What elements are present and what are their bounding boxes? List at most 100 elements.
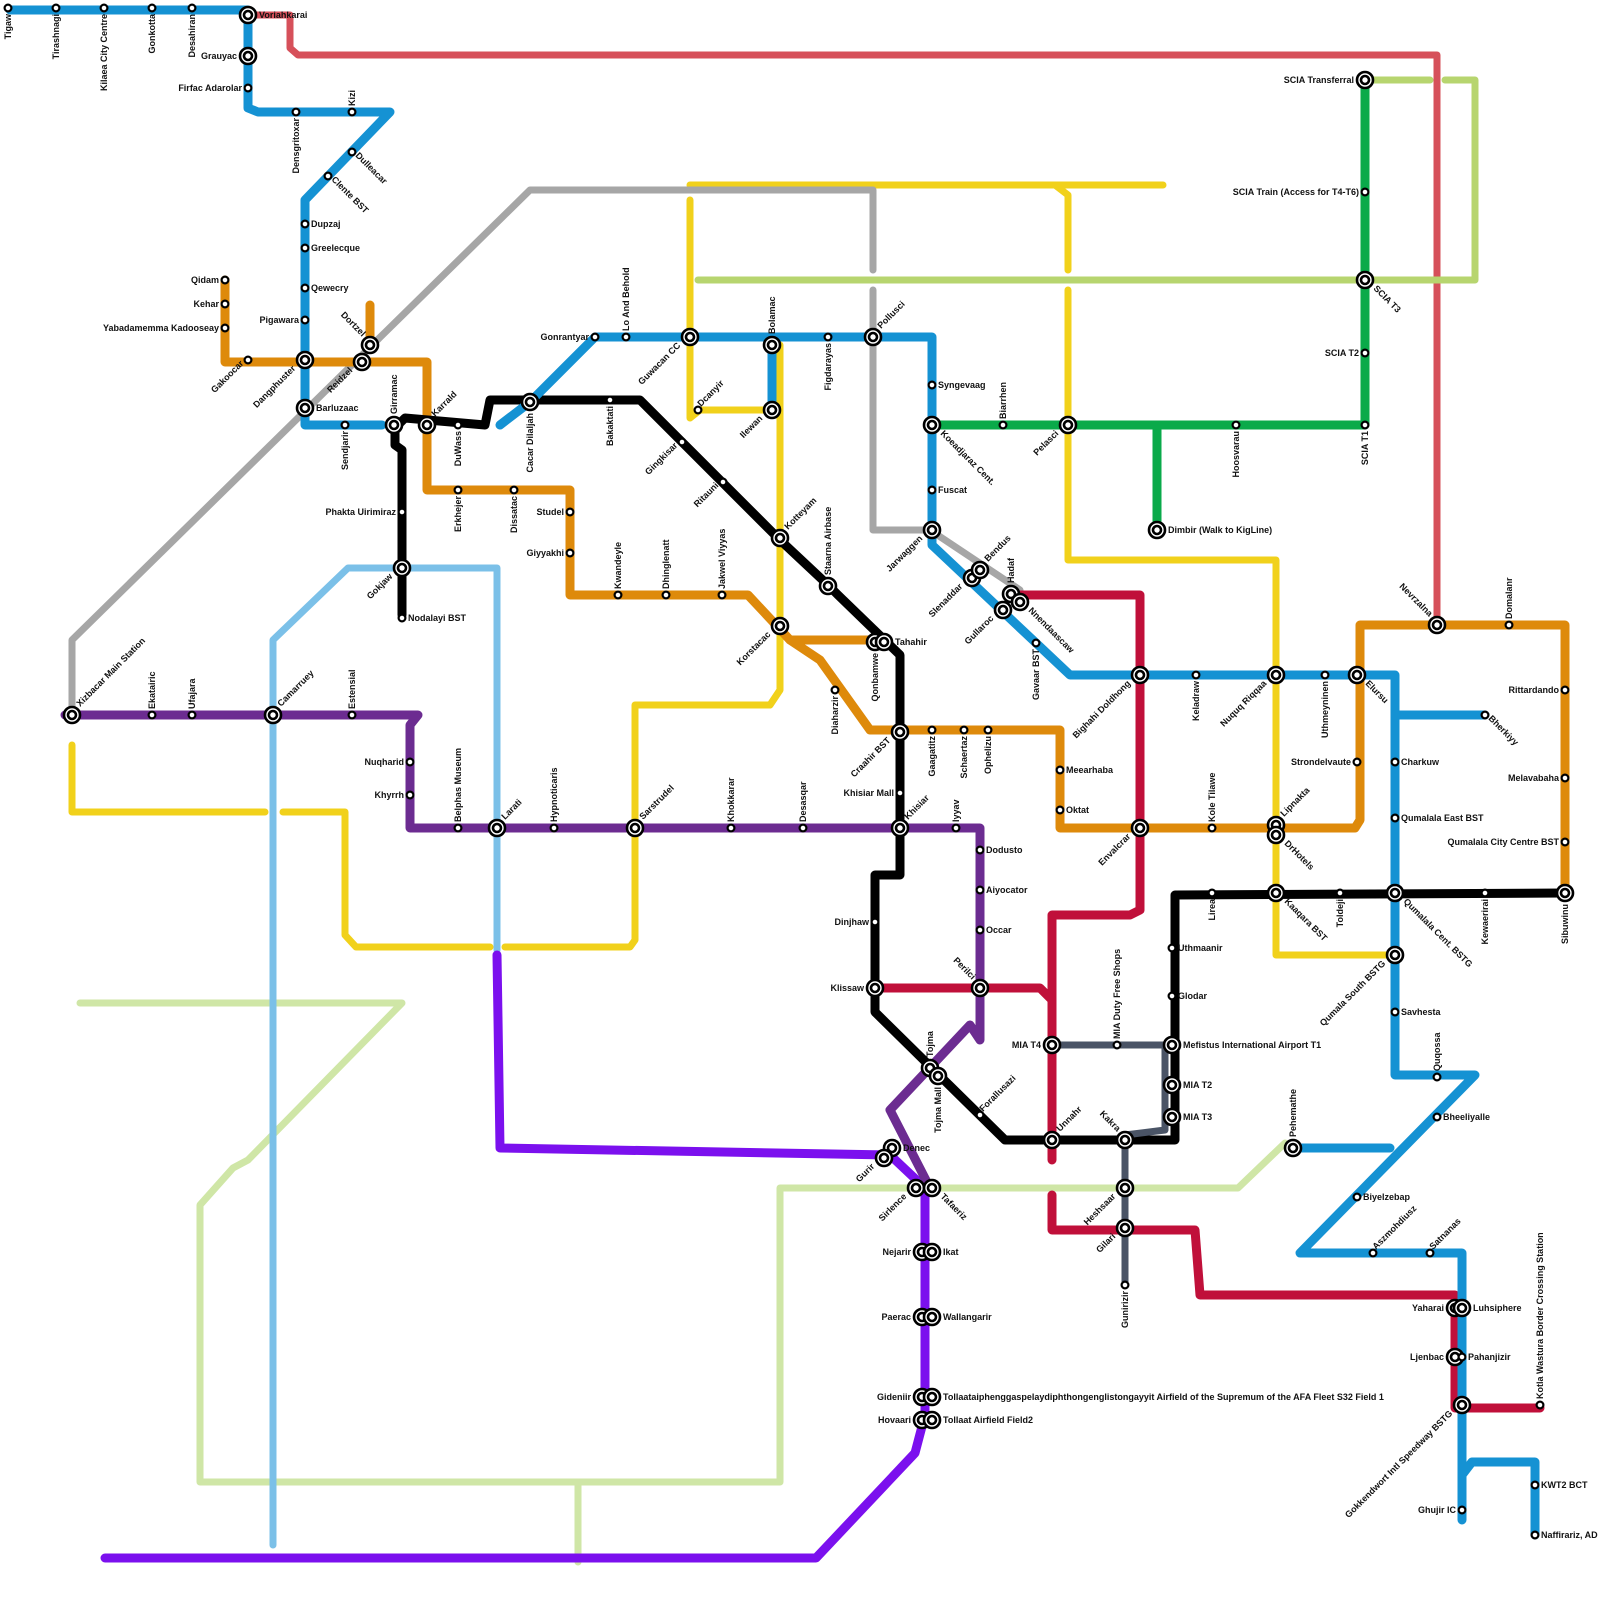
station-duwass[interactable]: DuWass bbox=[453, 420, 463, 467]
station-studel[interactable]: Studel bbox=[536, 507, 575, 517]
station-uthmeyninen[interactable]: Uthmeyninen bbox=[1320, 670, 1330, 738]
station-slenaddar[interactable]: Slenaddar bbox=[927, 568, 982, 619]
station-ophelizu[interactable]: Ophelizu bbox=[983, 725, 993, 774]
stop-marker[interactable] bbox=[895, 788, 905, 798]
station-gonkotta[interactable]: Gonkotta bbox=[147, 3, 157, 54]
stop-marker[interactable] bbox=[453, 420, 463, 430]
stop-marker[interactable] bbox=[347, 147, 357, 157]
stop-marker[interactable] bbox=[717, 590, 727, 600]
line-grey[interactable] bbox=[68, 186, 877, 714]
station-bolamac[interactable]: Bolamac bbox=[762, 296, 782, 355]
station-ghujir[interactable]: Ghujir IC bbox=[1418, 1505, 1467, 1515]
line-violet[interactable] bbox=[100, 950, 930, 1563]
station-klissaw[interactable]: Klissaw bbox=[830, 978, 885, 998]
stop-marker[interactable] bbox=[1390, 813, 1400, 823]
station-hypnoticaris[interactable]: Hypnoticaris bbox=[549, 767, 559, 833]
stop-marker[interactable] bbox=[1352, 757, 1362, 767]
station-scia-t2[interactable]: SCIA T2 bbox=[1325, 348, 1370, 358]
station-gingkisar[interactable]: Gingkisar bbox=[643, 437, 687, 477]
line-yellow-west2[interactable] bbox=[279, 808, 494, 951]
station-giyyakhi[interactable]: Giyyakhi bbox=[526, 548, 575, 558]
station-greelecque[interactable]: Greelecque bbox=[300, 243, 360, 253]
station-meearhaba[interactable]: Meearhaba bbox=[1055, 765, 1114, 775]
stop-marker[interactable] bbox=[1207, 823, 1217, 833]
stop-marker[interactable] bbox=[147, 3, 157, 13]
station-jakwel[interactable]: Jakwel Viyyas bbox=[717, 529, 727, 600]
stop-marker[interactable] bbox=[983, 725, 993, 735]
station-mia-t2[interactable]: MIA T2 bbox=[1162, 1075, 1212, 1095]
station-tigaw[interactable]: Tigaw bbox=[3, 3, 13, 40]
stop-marker[interactable] bbox=[1120, 1280, 1130, 1290]
stop-marker[interactable] bbox=[605, 395, 615, 405]
station-qidam[interactable]: Qidam bbox=[191, 275, 230, 285]
stop-marker[interactable] bbox=[959, 725, 969, 735]
stop-marker[interactable] bbox=[1207, 888, 1217, 898]
stop-marker[interactable] bbox=[613, 590, 623, 600]
stop-marker[interactable] bbox=[565, 548, 575, 558]
stop-marker[interactable] bbox=[187, 3, 197, 13]
station-diaharzir[interactable]: Diaharzir bbox=[830, 685, 840, 735]
stop-marker[interactable] bbox=[1560, 685, 1570, 695]
stop-marker[interactable] bbox=[1425, 1248, 1435, 1258]
station-iyyav[interactable]: Iyyav bbox=[951, 799, 961, 833]
station-syngevaag[interactable]: Syngevaag bbox=[927, 380, 986, 390]
station-kizi[interactable]: Kizi bbox=[347, 90, 357, 117]
stop-marker[interactable] bbox=[243, 83, 253, 93]
line-crimson[interactable] bbox=[1015, 590, 1145, 1165]
station-barluzaac[interactable]: Barluzaac bbox=[295, 398, 359, 418]
station-sendjarir[interactable]: Sendjarir bbox=[340, 420, 350, 470]
stop-marker[interactable] bbox=[291, 107, 301, 117]
stop-marker[interactable] bbox=[565, 507, 575, 517]
stop-marker[interactable] bbox=[51, 3, 61, 13]
stop-marker[interactable] bbox=[300, 283, 310, 293]
line-sky[interactable] bbox=[269, 564, 501, 1549]
stop-marker[interactable] bbox=[1360, 348, 1370, 358]
station-tahahir[interactable]: Tahahir bbox=[874, 632, 927, 652]
station-khokkarar[interactable]: Khokkarar bbox=[726, 777, 736, 833]
station-mia-duty[interactable]: MIA Duty Free Shops bbox=[1112, 949, 1122, 1050]
stop-marker[interactable] bbox=[3, 3, 13, 13]
station-scia-transferral[interactable]: SCIA Transferral bbox=[1284, 70, 1375, 90]
station-densgritoxar[interactable]: Densgritoxar bbox=[291, 107, 301, 174]
station-firfac[interactable]: Firfac Adarolar bbox=[178, 83, 253, 93]
station-ufajara[interactable]: Ufajara bbox=[187, 677, 197, 720]
line-grey2[interactable] bbox=[869, 286, 1024, 594]
stop-marker[interactable] bbox=[300, 219, 310, 229]
station-nuqharid[interactable]: Nuqharid bbox=[365, 757, 415, 767]
stop-marker[interactable] bbox=[397, 613, 407, 623]
stop-marker[interactable] bbox=[661, 590, 671, 600]
station-kole-tilawe[interactable]: Kole Tilawe bbox=[1207, 773, 1217, 833]
line-crimson-klissaw[interactable] bbox=[870, 983, 1057, 1005]
station-toldeji[interactable]: Toldeji bbox=[1335, 888, 1345, 928]
station-pehemathe[interactable]: Pehemathe bbox=[1283, 1089, 1303, 1158]
stop-marker[interactable] bbox=[1457, 1352, 1467, 1362]
station-melavabaha[interactable]: Melavabaha bbox=[1508, 773, 1570, 783]
station-schaertaz[interactable]: Schaertaz bbox=[959, 725, 969, 779]
station-hovaari[interactable]: Hovaari bbox=[878, 1410, 932, 1430]
stop-marker[interactable] bbox=[975, 885, 985, 895]
station-gavaar[interactable]: Gavaar BST bbox=[1031, 638, 1041, 700]
station-kotla[interactable]: Kotla Wastura Border Crossing Station bbox=[1535, 1232, 1545, 1410]
line-purple[interactable] bbox=[60, 710, 985, 1193]
stop-marker[interactable] bbox=[323, 171, 333, 181]
station-gunirizir[interactable]: Gunirizir bbox=[1120, 1280, 1130, 1328]
stop-marker[interactable] bbox=[509, 485, 519, 495]
stop-marker[interactable] bbox=[549, 823, 559, 833]
stop-marker[interactable] bbox=[340, 420, 350, 430]
station-qewecry[interactable]: Qewecry bbox=[300, 283, 349, 293]
stop-marker[interactable] bbox=[453, 485, 463, 495]
station-yabadamemma[interactable]: Yabadamemma Kadooseay bbox=[103, 323, 230, 333]
station-ekatairic[interactable]: Ekatairic bbox=[147, 671, 157, 720]
station-dodusto[interactable]: Dodusto bbox=[975, 845, 1023, 855]
station-dulleacar[interactable]: Dulleacar bbox=[347, 147, 390, 187]
stop-marker[interactable] bbox=[951, 823, 961, 833]
stop-marker[interactable] bbox=[927, 485, 937, 495]
stop-marker[interactable] bbox=[300, 315, 310, 325]
station-belphas[interactable]: Belphas Museum bbox=[453, 748, 463, 833]
line-orange[interactable] bbox=[220, 275, 1570, 898]
stop-marker[interactable] bbox=[677, 437, 687, 447]
stop-marker[interactable] bbox=[405, 790, 415, 800]
stop-marker[interactable] bbox=[1360, 420, 1370, 430]
stop-marker[interactable] bbox=[397, 507, 407, 517]
station-oktat[interactable]: Oktat bbox=[1055, 805, 1089, 815]
